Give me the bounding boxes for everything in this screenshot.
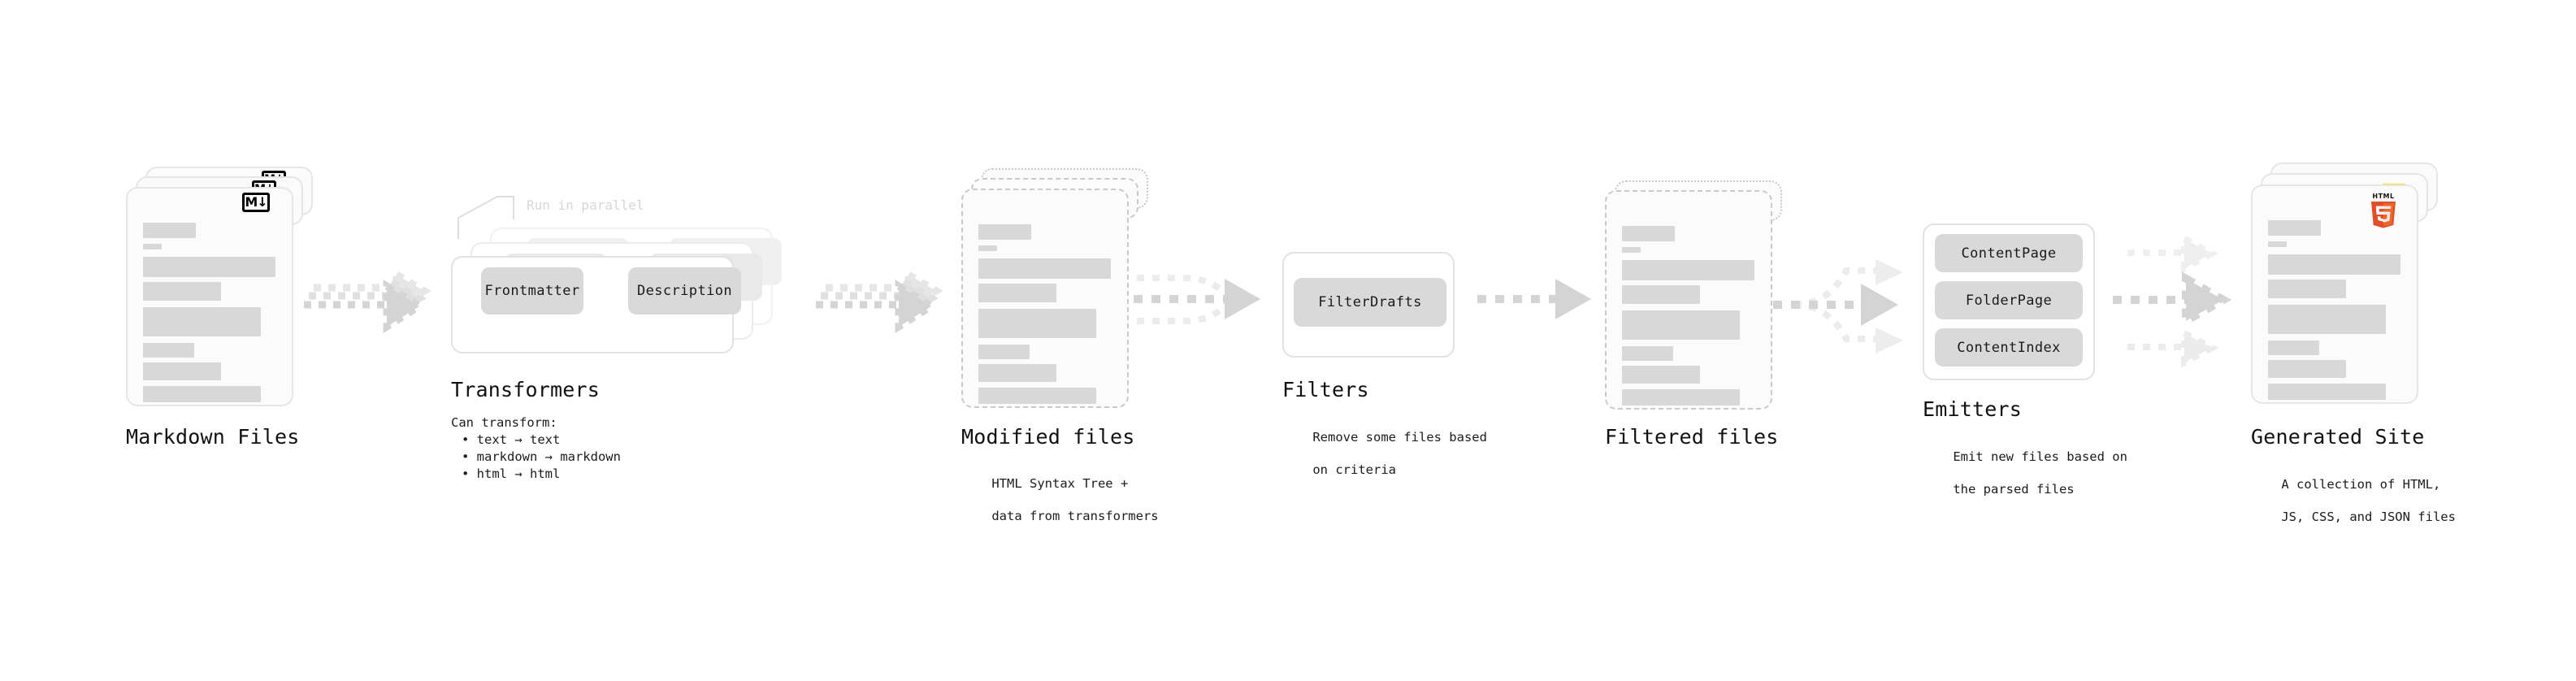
filters-subtitle-line1: Remove some files based bbox=[1312, 430, 1487, 445]
emitter-chip-contentpage[interactable]: ContentPage bbox=[1935, 234, 2083, 272]
doc-bar bbox=[143, 386, 261, 402]
run-in-parallel-bracket bbox=[458, 196, 514, 239]
emitters-subtitle-line2: the parsed files bbox=[1953, 482, 2075, 497]
filters-subtitle-line2: on criteria bbox=[1312, 462, 1396, 477]
connector-filtered-to-emitters bbox=[1773, 259, 1903, 354]
stage-title-filtered-files: Filtered files bbox=[1605, 425, 1779, 449]
modified-files-subtitle-line1: HTML Syntax Tree + bbox=[991, 476, 1129, 491]
doc-bar bbox=[1622, 366, 1700, 384]
doc-bar bbox=[978, 364, 1056, 382]
transformer-chip-frontmatter[interactable]: Frontmatter bbox=[481, 267, 583, 314]
run-in-parallel-label: Run in parallel bbox=[527, 197, 644, 213]
doc-bar bbox=[143, 307, 261, 336]
bullet-html-to-html: • html → html bbox=[462, 466, 561, 481]
transformers-subtitle: Can transform: bbox=[451, 415, 557, 430]
filter-chip-filterdrafts[interactable]: FilterDrafts bbox=[1294, 278, 1446, 327]
modified-files-subtitle-line2: data from transformers bbox=[991, 509, 1159, 523]
connector-md-to-transformers bbox=[304, 268, 432, 334]
stage-title-transformers: Transformers bbox=[451, 378, 601, 401]
doc-bar bbox=[978, 388, 1096, 404]
doc-bar bbox=[978, 245, 997, 251]
doc-bar bbox=[2268, 254, 2400, 275]
doc-bar bbox=[1622, 389, 1740, 406]
doc-bar bbox=[1622, 285, 1700, 304]
modified-file-card-front bbox=[961, 189, 1129, 408]
doc-bar bbox=[2268, 220, 2321, 236]
doc-bar bbox=[143, 282, 221, 301]
doc-bar bbox=[2268, 360, 2346, 378]
html5-wordmark: HTML bbox=[2372, 193, 2394, 200]
doc-bar bbox=[978, 345, 1030, 359]
doc-bar bbox=[2268, 241, 2287, 247]
filters-subtitle: Remove some files based on criteria bbox=[1282, 413, 1487, 494]
site-file-card-html bbox=[2251, 184, 2418, 404]
emitters-subtitle: Emit new files based on the parsed files bbox=[1923, 432, 2127, 514]
markdown-icon: M↓ bbox=[242, 193, 270, 212]
generated-site-subtitle-line1: A collection of HTML, bbox=[2281, 477, 2441, 492]
emitter-chip-contentindex[interactable]: ContentIndex bbox=[1935, 328, 2083, 367]
doc-bar bbox=[143, 223, 196, 238]
stage-title-generated-site: Generated Site bbox=[2251, 425, 2425, 449]
stage-title-emitters: Emitters bbox=[1923, 397, 2023, 421]
doc-bar bbox=[2268, 280, 2346, 298]
emitter-chip-folderpage[interactable]: FolderPage bbox=[1935, 281, 2083, 319]
doc-bar bbox=[1622, 226, 1675, 241]
transformers-bullets: • text → text • markdown → markdown • ht… bbox=[462, 432, 621, 483]
emitters-subtitle-line1: Emit new files based on bbox=[1953, 449, 2127, 464]
connector-emitters-to-site bbox=[2113, 233, 2232, 368]
bullet-text-to-text: • text → text bbox=[462, 432, 561, 447]
modified-files-subtitle: HTML Syntax Tree + data from transformer… bbox=[961, 459, 1159, 540]
filtered-file-card-front bbox=[1605, 190, 1772, 410]
doc-bar bbox=[1622, 247, 1641, 253]
doc-bar bbox=[1622, 346, 1673, 361]
doc-bar bbox=[978, 224, 1031, 240]
doc-bar bbox=[143, 362, 221, 380]
doc-bar bbox=[143, 343, 194, 358]
doc-bar bbox=[1622, 260, 1754, 280]
html5-icon: HTML bbox=[2371, 193, 2396, 228]
doc-bar bbox=[978, 309, 1096, 338]
doc-bar bbox=[143, 244, 162, 249]
generated-site-subtitle-line2: JS, CSS, and JSON files bbox=[2281, 510, 2456, 524]
connector-transformers-to-modified bbox=[816, 268, 943, 334]
stage-title-filters: Filters bbox=[1282, 378, 1369, 401]
generated-site-subtitle: A collection of HTML, JS, CSS, and JSON … bbox=[2251, 460, 2456, 541]
bullet-markdown-to-markdown: • markdown → markdown bbox=[462, 449, 621, 464]
stage-title-markdown-files: Markdown Files bbox=[126, 425, 300, 449]
stage-title-modified-files: Modified files bbox=[961, 425, 1135, 449]
connector-filters-to-filtered bbox=[1477, 279, 1591, 319]
doc-bar bbox=[2268, 305, 2386, 334]
connector-modified-to-filters bbox=[1134, 275, 1260, 324]
doc-bar bbox=[2268, 340, 2319, 355]
markdown-file-card-front bbox=[126, 187, 293, 406]
doc-bar bbox=[143, 257, 275, 277]
doc-bar bbox=[1622, 310, 1740, 340]
doc-bar bbox=[978, 284, 1056, 302]
doc-bar bbox=[978, 258, 1111, 279]
doc-bar bbox=[2268, 384, 2386, 400]
transformer-chip-description[interactable]: Description bbox=[628, 267, 741, 314]
